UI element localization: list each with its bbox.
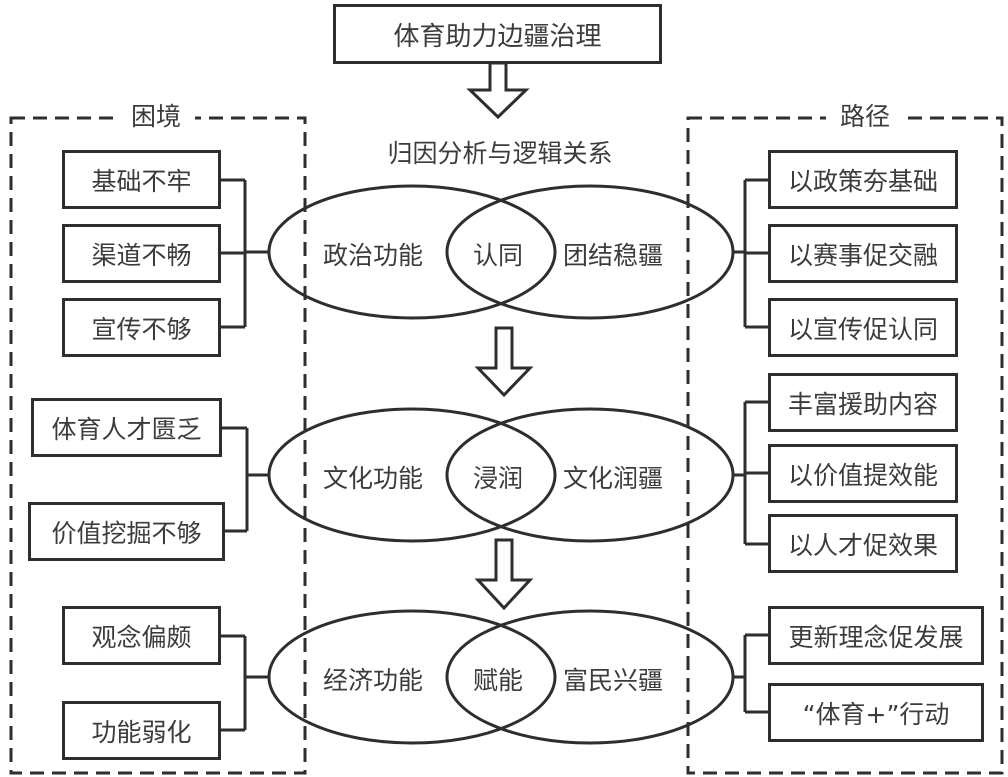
path-label: 丰富援助内容 <box>787 389 938 419</box>
arrow-down-icon <box>466 61 530 120</box>
arrow-down-icon <box>474 538 534 611</box>
path-box: 以赛事促交融 <box>768 224 958 283</box>
right-group-title: 路径 <box>826 102 905 132</box>
problem-label: 宣传不够 <box>91 314 192 344</box>
venn-left-label: 经济功能 <box>322 666 423 695</box>
problem-label: 渠道不畅 <box>91 240 192 270</box>
path-box: “体育+”行动 <box>768 683 984 742</box>
problem-box: 宣传不够 <box>62 298 221 357</box>
path-label: 以人才促效果 <box>787 530 938 560</box>
path-box: 以人才促效果 <box>768 514 958 573</box>
path-label: 以赛事促交融 <box>787 240 938 270</box>
path-box: 丰富援助内容 <box>768 373 958 432</box>
venn-left-label: 文化功能 <box>322 464 423 493</box>
arrow-down-icon <box>474 326 534 398</box>
venn-left-label: 政治功能 <box>322 241 423 270</box>
problem-box: 价值挖掘不够 <box>28 502 225 561</box>
problem-label: 功能弱化 <box>91 717 192 747</box>
venn-right-label: 团结稳疆 <box>562 241 663 270</box>
subtitle: 归因分析与逻辑关系 <box>387 139 613 168</box>
path-box: 以价值提效能 <box>768 444 958 503</box>
title-box: 体育助力边疆治理 <box>333 4 662 64</box>
venn-overlap-label: 认同 <box>472 241 523 270</box>
path-box: 更新理念促发展 <box>768 606 984 665</box>
venn-right-label: 富民兴疆 <box>562 666 663 695</box>
problem-box: 基础不牢 <box>62 150 221 209</box>
title-text: 体育助力边疆治理 <box>393 21 602 52</box>
path-label: “体育+”行动 <box>802 699 950 729</box>
path-box: 以宣传促认同 <box>768 298 958 357</box>
problem-box: 观念偏颇 <box>62 606 221 665</box>
venn-overlap-label: 赋能 <box>472 666 523 695</box>
path-label: 以宣传促认同 <box>787 314 938 344</box>
problem-box: 功能弱化 <box>62 701 221 760</box>
path-box: 以政策夯基础 <box>768 150 958 209</box>
problem-label: 体育人才匮乏 <box>51 414 202 444</box>
left-group-frame <box>9 116 307 775</box>
problem-label: 基础不牢 <box>91 166 192 196</box>
problem-label: 观念偏颇 <box>91 622 192 652</box>
venn-overlap-label: 浸润 <box>472 464 523 493</box>
problem-box: 体育人才匮乏 <box>31 398 222 457</box>
problem-box: 渠道不畅 <box>62 224 221 283</box>
problem-label: 价值挖掘不够 <box>51 518 202 548</box>
path-label: 以价值提效能 <box>787 460 938 490</box>
venn-right-label: 文化润疆 <box>562 464 663 493</box>
left-group-title: 困境 <box>117 102 196 132</box>
path-label: 以政策夯基础 <box>787 166 938 196</box>
path-label: 更新理念促发展 <box>788 622 964 652</box>
